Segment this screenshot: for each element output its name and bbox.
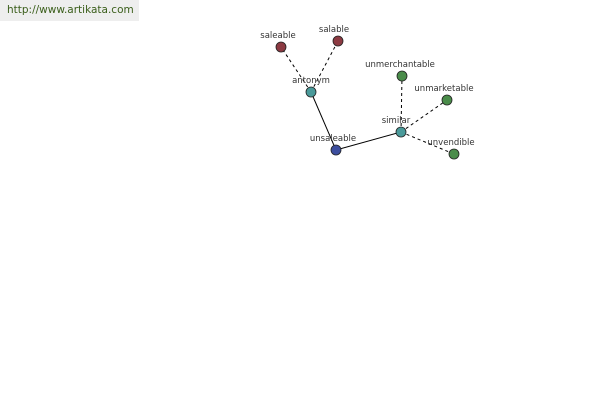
edge-unsaleable-antonym bbox=[310, 91, 337, 151]
node-label-antonym[interactable]: antonym bbox=[292, 76, 330, 86]
node-label-saleable[interactable]: saleable bbox=[260, 31, 295, 41]
node-label-unmerchantable[interactable]: unmerchantable bbox=[365, 60, 435, 70]
node-unmarketable[interactable] bbox=[441, 94, 453, 106]
node-antonym[interactable] bbox=[305, 86, 317, 98]
site-url-text[interactable]: http://www.artikata.com bbox=[7, 4, 134, 16]
node-label-unmarketable[interactable]: unmarketable bbox=[414, 84, 473, 94]
node-label-salable[interactable]: salable bbox=[319, 25, 349, 35]
node-similar[interactable] bbox=[395, 126, 407, 138]
node-saleable[interactable] bbox=[275, 41, 287, 53]
node-unsaleable[interactable] bbox=[330, 144, 342, 156]
node-salable[interactable] bbox=[332, 35, 344, 47]
edge-unsaleable-similar bbox=[335, 131, 402, 151]
graph-labels: unsaleable antonym similar saleable salable u… bbox=[260, 25, 474, 148]
graph-nodes bbox=[275, 35, 460, 160]
node-label-unsaleable[interactable]: unsaleable bbox=[310, 134, 356, 144]
node-unvendible[interactable] bbox=[448, 148, 460, 160]
node-unmerchantable[interactable] bbox=[396, 70, 408, 82]
node-label-unvendible[interactable]: unvendible bbox=[427, 138, 474, 148]
node-label-similar[interactable]: similar bbox=[382, 116, 411, 126]
graph-edges bbox=[280, 40, 455, 155]
site-url-banner[interactable]: http://www.artikata.com bbox=[0, 0, 139, 21]
edge-antonym-salable bbox=[310, 40, 339, 93]
